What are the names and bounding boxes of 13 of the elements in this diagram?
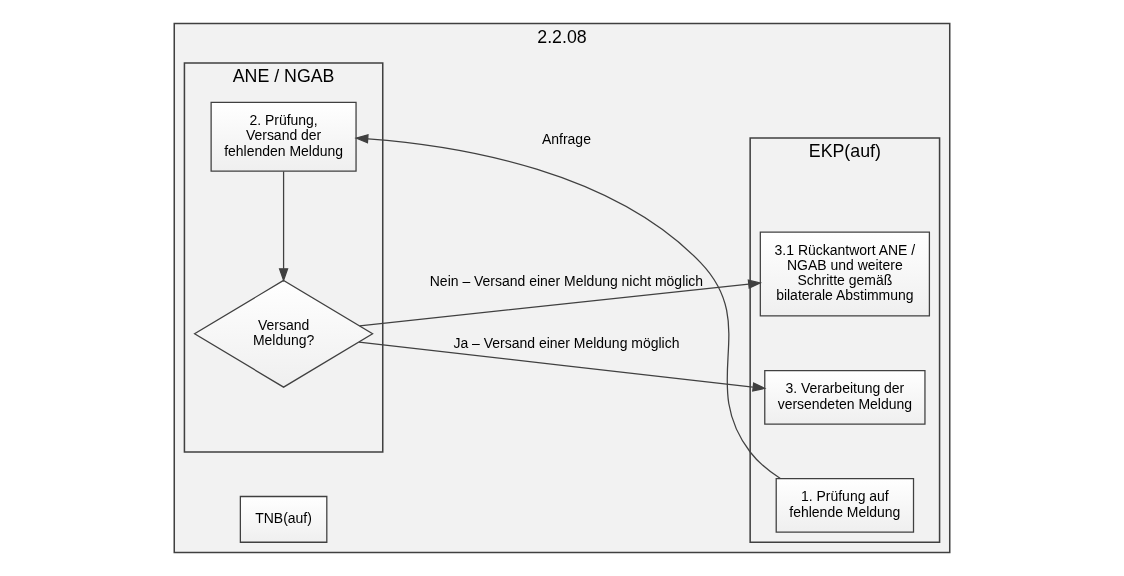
node-box: TNB(auf) (239, 495, 328, 543)
node-box: 3. Verarbeitung der versendeten Meldung (764, 370, 926, 425)
edge-label: Ja – Versand einer Meldung möglich (453, 334, 680, 351)
edge-label: Anfrage (541, 131, 591, 148)
node-box: 3.1 Rückantwort ANE / NGAB und weitere Schritte gemäß bilaterale Abstimmung (759, 231, 931, 317)
arrow (359, 279, 763, 327)
edge-label: Nein – Versand einer Meldung nicht möglich (429, 273, 704, 290)
arrow (278, 170, 289, 283)
node-box: 2. Prüfung, Versand der fehlenden Meldung (210, 101, 357, 172)
arrow (358, 341, 767, 392)
node-box: 1. Prüfung auf fehlende Meldung (775, 478, 915, 533)
node-diamond: Versand Meldung? (193, 279, 374, 388)
arrow (354, 133, 781, 480)
